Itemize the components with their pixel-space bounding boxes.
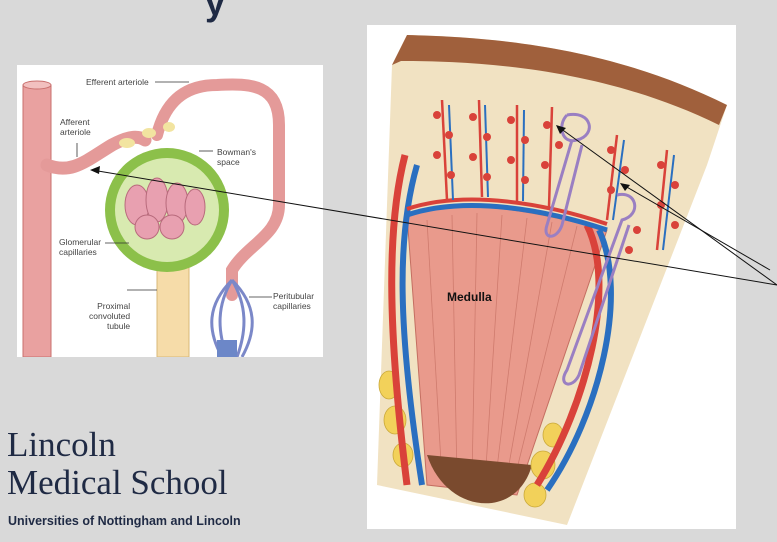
label-medulla: Medulla bbox=[447, 290, 492, 304]
nephron-illustration bbox=[22, 78, 285, 357]
label-proximal-tubule: Proximal convoluted tubule bbox=[89, 301, 131, 331]
slide-title-fragment: y bbox=[205, 0, 226, 23]
kidney-section-illustration bbox=[377, 35, 727, 525]
label-peritubular-capillaries: Peritubular capillaries bbox=[273, 291, 315, 311]
label-afferent-arteriole: Afferent arteriole bbox=[60, 117, 91, 137]
logo-line-1: Lincoln bbox=[7, 425, 116, 464]
logo-line-2: Medical School bbox=[7, 463, 228, 502]
logo-subtitle: Universities of Nottingham and Lincoln bbox=[8, 514, 241, 528]
label-efferent-arteriole: Efferent arteriole bbox=[86, 77, 149, 87]
label-bowmans-space: Bowman's space bbox=[217, 147, 256, 167]
nephron-diagram: Efferent arteriole Afferent arteriole Bo… bbox=[17, 65, 323, 357]
label-glomerular-capillaries: Glomerular capillaries bbox=[59, 237, 102, 257]
kidney-section-diagram: Medulla bbox=[367, 25, 736, 529]
